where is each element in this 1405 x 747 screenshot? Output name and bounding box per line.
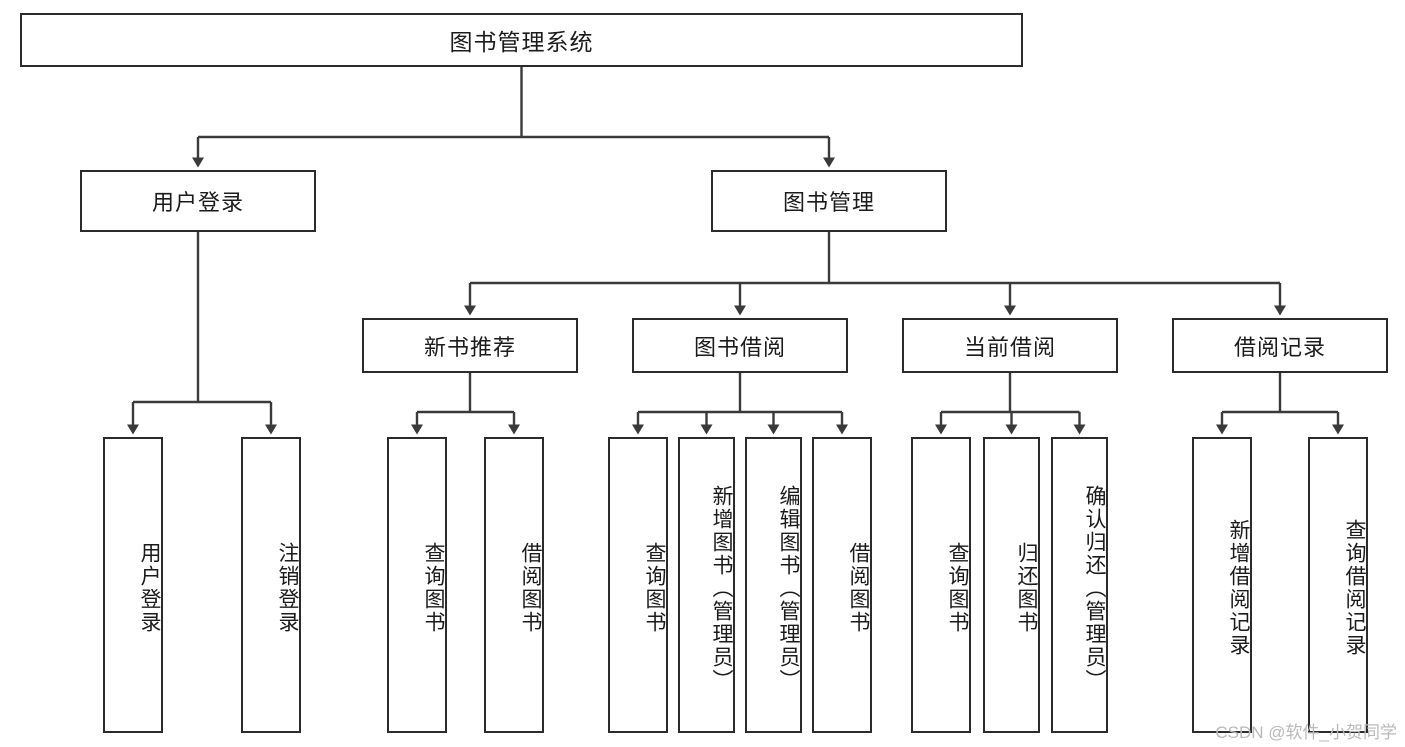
node-leaf-user-login[interactable]: 用户登录	[103, 437, 163, 733]
node-leaf-confirm-return[interactable]: 确认归还（管理员）	[1051, 437, 1108, 733]
node-label: 确认归还（管理员）	[1083, 484, 1106, 692]
node-leaf-return-book[interactable]: 归还图书	[983, 437, 1040, 733]
node-book-borrow[interactable]: 图书借阅	[632, 318, 848, 373]
node-label: 查询图书	[643, 542, 666, 634]
node-label: 图书借阅	[693, 334, 786, 360]
node-leaf-query-book-2[interactable]: 查询图书	[608, 437, 668, 733]
node-leaf-borrow-book-1[interactable]: 借阅图书	[484, 437, 544, 733]
node-leaf-logout[interactable]: 注销登录	[241, 437, 301, 733]
node-leaf-query-record[interactable]: 查询借阅记录	[1308, 437, 1368, 733]
node-label: 注销登录	[276, 542, 299, 634]
node-leaf-borrow-book-2[interactable]: 借阅图书	[812, 437, 872, 733]
node-leaf-edit-book[interactable]: 编辑图书（管理员）	[745, 437, 802, 733]
node-label: 查询图书	[422, 542, 445, 634]
node-label: 借阅图书	[519, 542, 542, 634]
node-leaf-query-book-1[interactable]: 查询图书	[387, 437, 447, 733]
node-new-book-rec[interactable]: 新书推荐	[362, 318, 578, 373]
node-label: 归还图书	[1015, 542, 1038, 634]
node-label: 用户登录	[151, 190, 244, 215]
node-book-manage[interactable]: 图书管理	[711, 170, 947, 232]
node-borrow-record[interactable]: 借阅记录	[1172, 318, 1388, 373]
node-label: 新书推荐	[423, 334, 516, 360]
watermark-text: CSDN @软件_小贺同学	[1215, 723, 1397, 742]
node-label: 编辑图书（管理员）	[777, 484, 800, 692]
node-label: 新增图书（管理员）	[710, 484, 733, 692]
node-label: 当前借阅	[963, 334, 1056, 360]
node-label: 借阅图书	[847, 542, 870, 634]
node-leaf-query-book-3[interactable]: 查询图书	[911, 437, 971, 733]
node-label: 新增借阅记录	[1227, 519, 1250, 657]
node-label: 图书管理	[782, 190, 875, 215]
node-label: 用户登录	[138, 542, 161, 634]
node-current-borrow[interactable]: 当前借阅	[902, 318, 1118, 373]
node-label: 查询图书	[946, 542, 969, 634]
node-root[interactable]: 图书管理系统	[20, 13, 1023, 67]
node-user-login[interactable]: 用户登录	[80, 170, 316, 232]
node-label: 查询借阅记录	[1343, 519, 1366, 657]
node-leaf-add-record[interactable]: 新增借阅记录	[1192, 437, 1252, 733]
node-label: 图书管理系统	[449, 29, 594, 55]
node-leaf-add-book[interactable]: 新增图书（管理员）	[678, 437, 735, 733]
node-label: 借阅记录	[1233, 334, 1326, 360]
